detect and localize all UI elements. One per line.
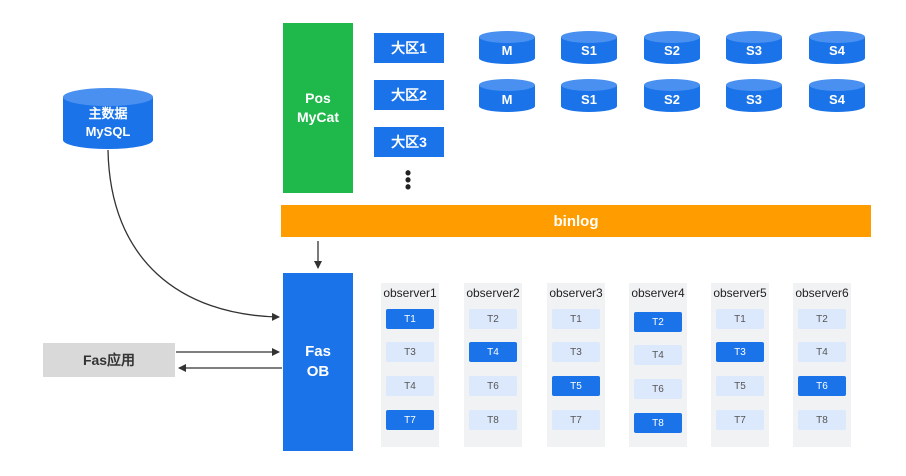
region-box: 大区1 [374, 33, 444, 63]
task-chip-active: T3 [716, 342, 764, 362]
task-chip: T2 [469, 309, 517, 329]
task-chip: T3 [386, 342, 434, 362]
observer-title: observer1 [383, 286, 437, 300]
master-db-line2: MySQL [86, 124, 131, 139]
region-box: 大区2 [374, 80, 444, 110]
task-chip-active: T8 [634, 413, 682, 433]
db-cylinder: S4 [809, 31, 865, 64]
task-chip: T4 [634, 345, 682, 365]
pos-mycat-line1: Pos [305, 90, 331, 106]
ellipsis-dot: • [404, 162, 412, 183]
pos-mycat-line2: MyCat [296, 109, 339, 125]
task-chip-active: T2 [634, 312, 682, 332]
task-chip: T7 [552, 410, 600, 430]
region-label: 大区3 [391, 134, 427, 150]
db-label: S4 [829, 43, 846, 58]
fas-ob-line1: Fas [305, 343, 331, 360]
task-chip: T4 [386, 376, 434, 396]
observer-title: observer6 [795, 286, 849, 300]
db-cylinder: S1 [561, 79, 617, 112]
task-chip: T7 [716, 410, 764, 430]
db-label: S1 [581, 43, 597, 58]
db-cylinder: S1 [561, 31, 617, 64]
db-label: S2 [664, 43, 680, 58]
task-chip: T3 [552, 342, 600, 362]
task-chip: T6 [469, 376, 517, 396]
fas-app-box: Fas应用 [43, 343, 175, 377]
task-chip-active: T7 [386, 410, 434, 430]
task-chip: T5 [716, 376, 764, 396]
ellipsis-dot: • [404, 169, 412, 190]
fas-ob-line2: OB [306, 363, 330, 380]
db-cylinder: S3 [726, 79, 782, 112]
task-chip-active: T1 [386, 309, 434, 329]
task-chip-active: T5 [552, 376, 600, 396]
db-cylinder: S4 [809, 79, 865, 112]
db-label: S3 [746, 43, 762, 58]
fas-app-label: Fas应用 [82, 352, 136, 368]
master-db-cylinder: 主数据 MySQL [63, 88, 153, 149]
db-label: M [502, 92, 513, 107]
binlog-label: binlog [553, 212, 599, 230]
region-box: 大区3 [374, 127, 444, 157]
task-chip: T1 [552, 309, 600, 329]
task-chip: T2 [798, 309, 846, 329]
task-chip-active: T6 [798, 376, 846, 396]
task-chip-active: T4 [469, 342, 517, 362]
task-chip: T4 [798, 342, 846, 362]
region-label: 大区1 [391, 40, 427, 56]
observer-title: observer3 [549, 286, 603, 300]
observer-title: observer4 [631, 286, 685, 300]
db-row-1: M S1 S2 S3 S4 [479, 31, 865, 64]
db-row-2: M S1 S2 S3 S4 [479, 79, 865, 112]
db-cylinder: S2 [644, 79, 700, 112]
region-label: 大区2 [391, 87, 427, 103]
task-chip: T1 [716, 309, 764, 329]
mysql-to-ob-arrow [107, 149, 280, 321]
db-cylinder: S3 [726, 31, 782, 64]
db-cylinder: S2 [644, 31, 700, 64]
more-regions-ellipsis: • • • [398, 162, 418, 197]
task-chip: T6 [634, 379, 682, 399]
db-label: S2 [664, 92, 680, 107]
task-chip: T8 [798, 410, 846, 430]
db-cylinder: M [479, 31, 535, 64]
pos-mycat-block: Pos MyCat [283, 23, 353, 193]
task-chip: T8 [469, 410, 517, 430]
db-label: S1 [581, 92, 597, 107]
db-label: S3 [746, 92, 762, 107]
master-db-line1: 主数据 [88, 106, 127, 121]
observer-title: observer2 [466, 286, 520, 300]
fas-ob-block: Fas OB [283, 273, 353, 451]
binlog-bar: binlog [281, 205, 871, 237]
db-label: M [502, 43, 513, 58]
db-label: S4 [829, 92, 846, 107]
ellipsis-dot: • [404, 176, 412, 197]
observer-title: observer5 [713, 286, 767, 300]
db-cylinder: M [479, 79, 535, 112]
